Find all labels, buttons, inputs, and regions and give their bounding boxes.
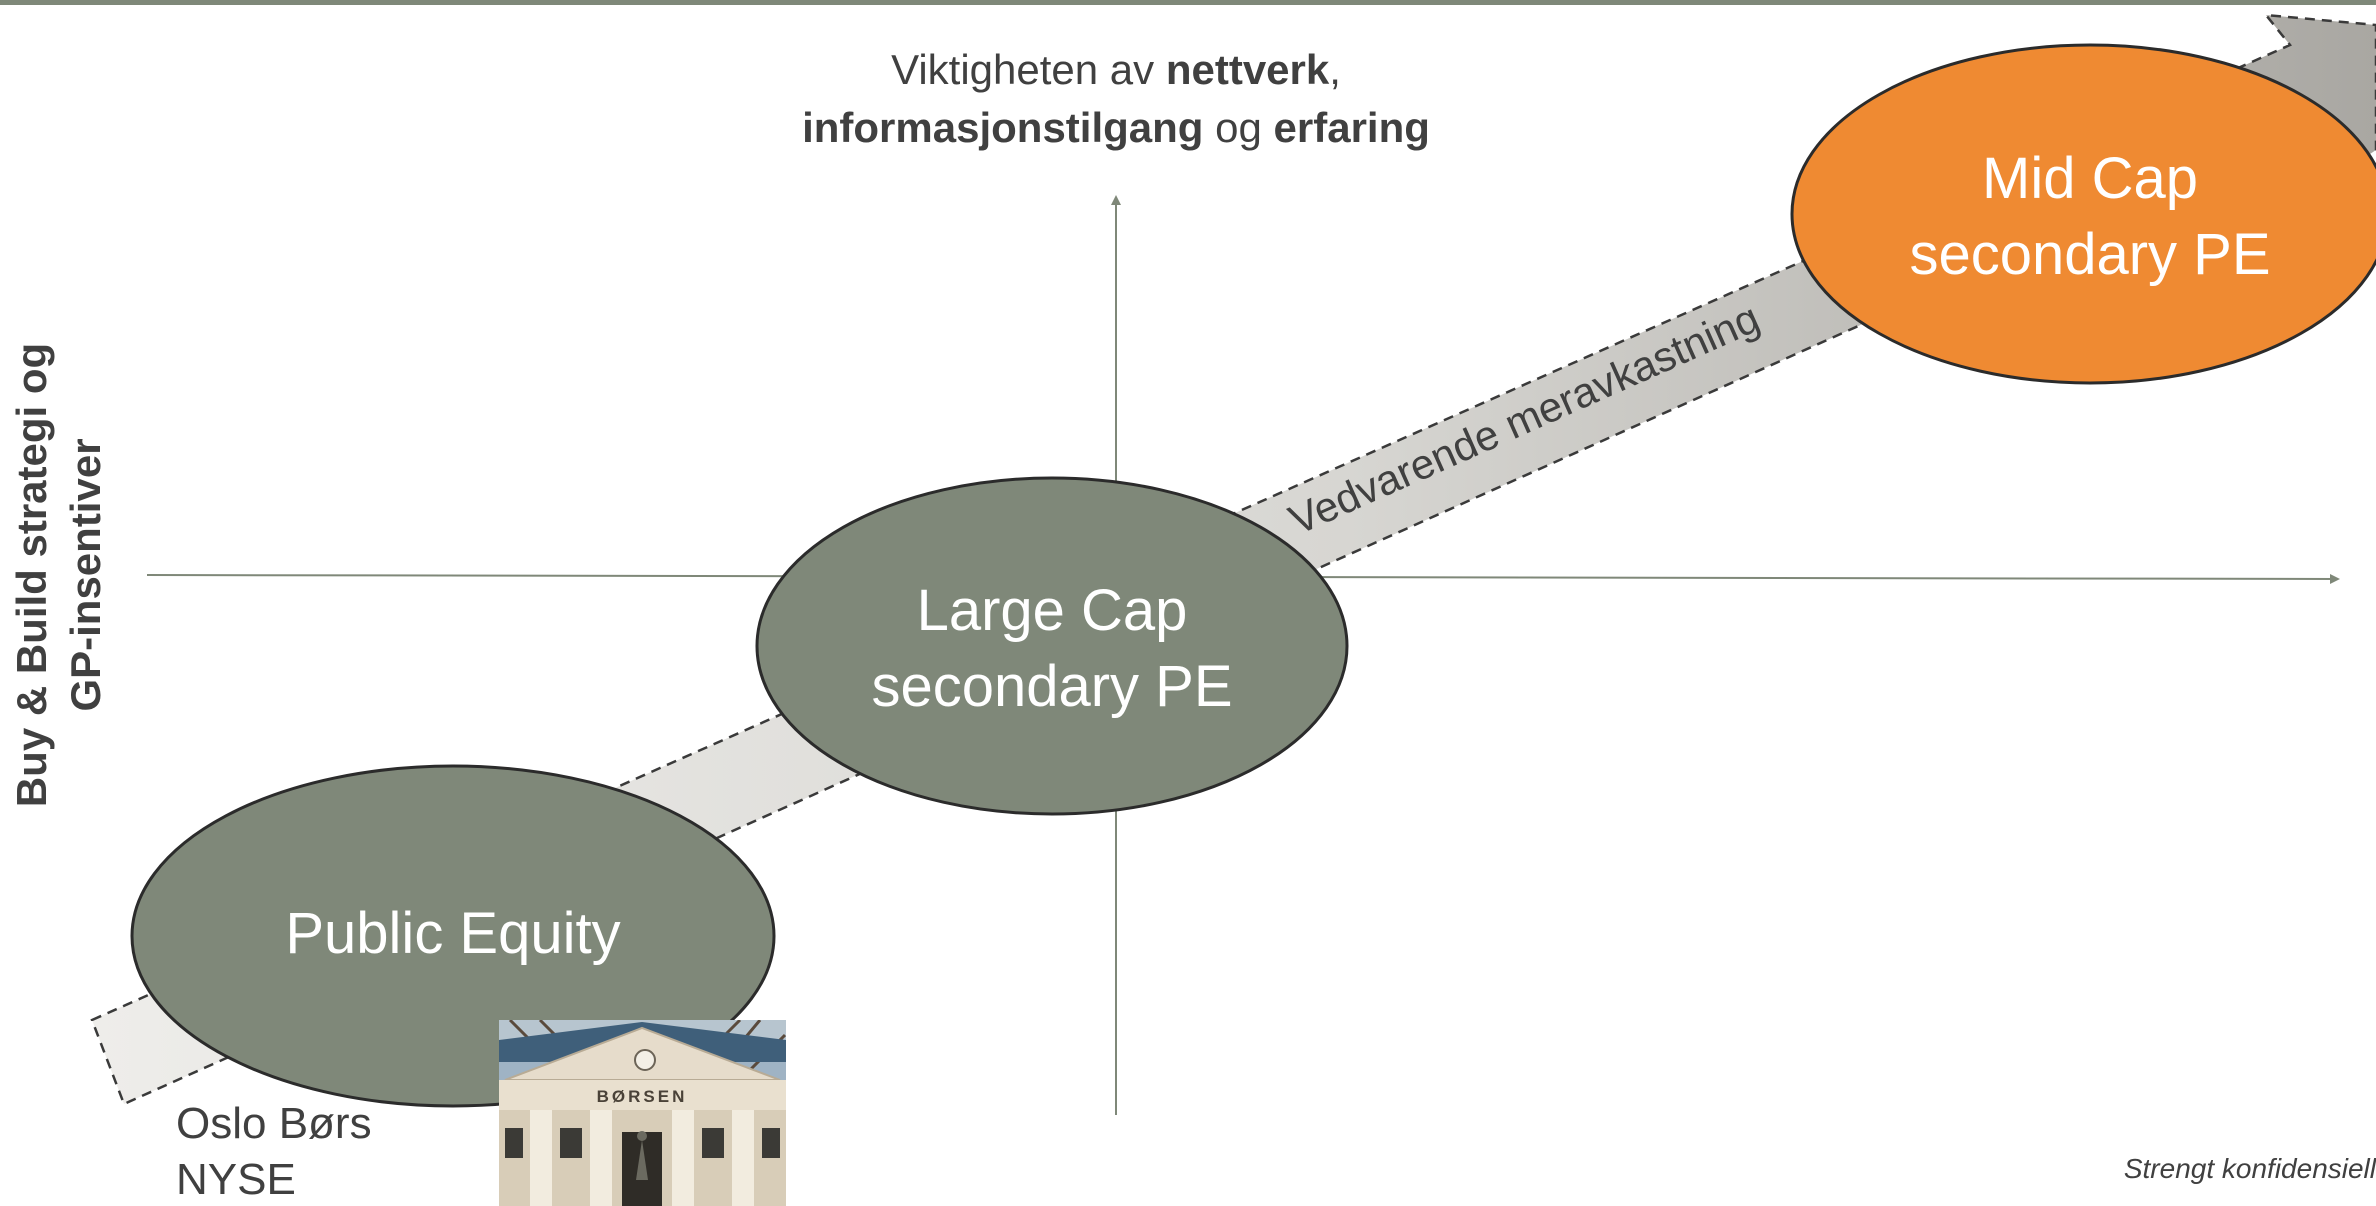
top-label-comma: ,: [1329, 46, 1341, 93]
left-label-line2: GP-insentiver: [62, 438, 109, 711]
top-label-bold-info: informasjonstilgang: [802, 104, 1203, 151]
top-label-og: og: [1203, 104, 1273, 151]
top-axis-label-line1: Viktigheten av nettverk,: [891, 46, 1341, 93]
top-label-regular: Viktigheten av: [891, 46, 1166, 93]
mid-cap-node[interactable]: [1790, 43, 2376, 385]
top-label-bold-network: nettverk: [1166, 46, 1330, 93]
oslo-bors-photo: BØRSEN: [499, 1020, 786, 1206]
photo-sign: BØRSEN: [597, 1087, 688, 1106]
confidential-footer: Strengt konfidensiell: [2124, 1153, 2376, 1184]
mid-cap-label-line2: secondary PE: [1909, 222, 2270, 287]
top-axis-label-line2: informasjonstilgang og erfaring: [802, 104, 1430, 151]
exchange-nyse: NYSE: [176, 1155, 296, 1204]
arrow-label: Vedvarende meravkastning: [1282, 294, 1766, 544]
exchange-oslo: Oslo Børs: [176, 1099, 372, 1148]
large-cap-label-line1: Large Cap: [917, 578, 1188, 643]
top-accent-bar: [0, 0, 2376, 5]
large-cap-label-line2: secondary PE: [871, 654, 1232, 719]
large-cap-node[interactable]: [755, 476, 1349, 816]
left-axis-label: Buy & Build strategi og GP-insentiver: [8, 343, 109, 807]
left-label-line1: Buy & Build strategi og: [8, 343, 55, 807]
public-equity-label: Public Equity: [285, 901, 620, 966]
mid-cap-label-line1: Mid Cap: [1982, 146, 2198, 211]
top-label-bold-experience: erfaring: [1274, 104, 1430, 151]
